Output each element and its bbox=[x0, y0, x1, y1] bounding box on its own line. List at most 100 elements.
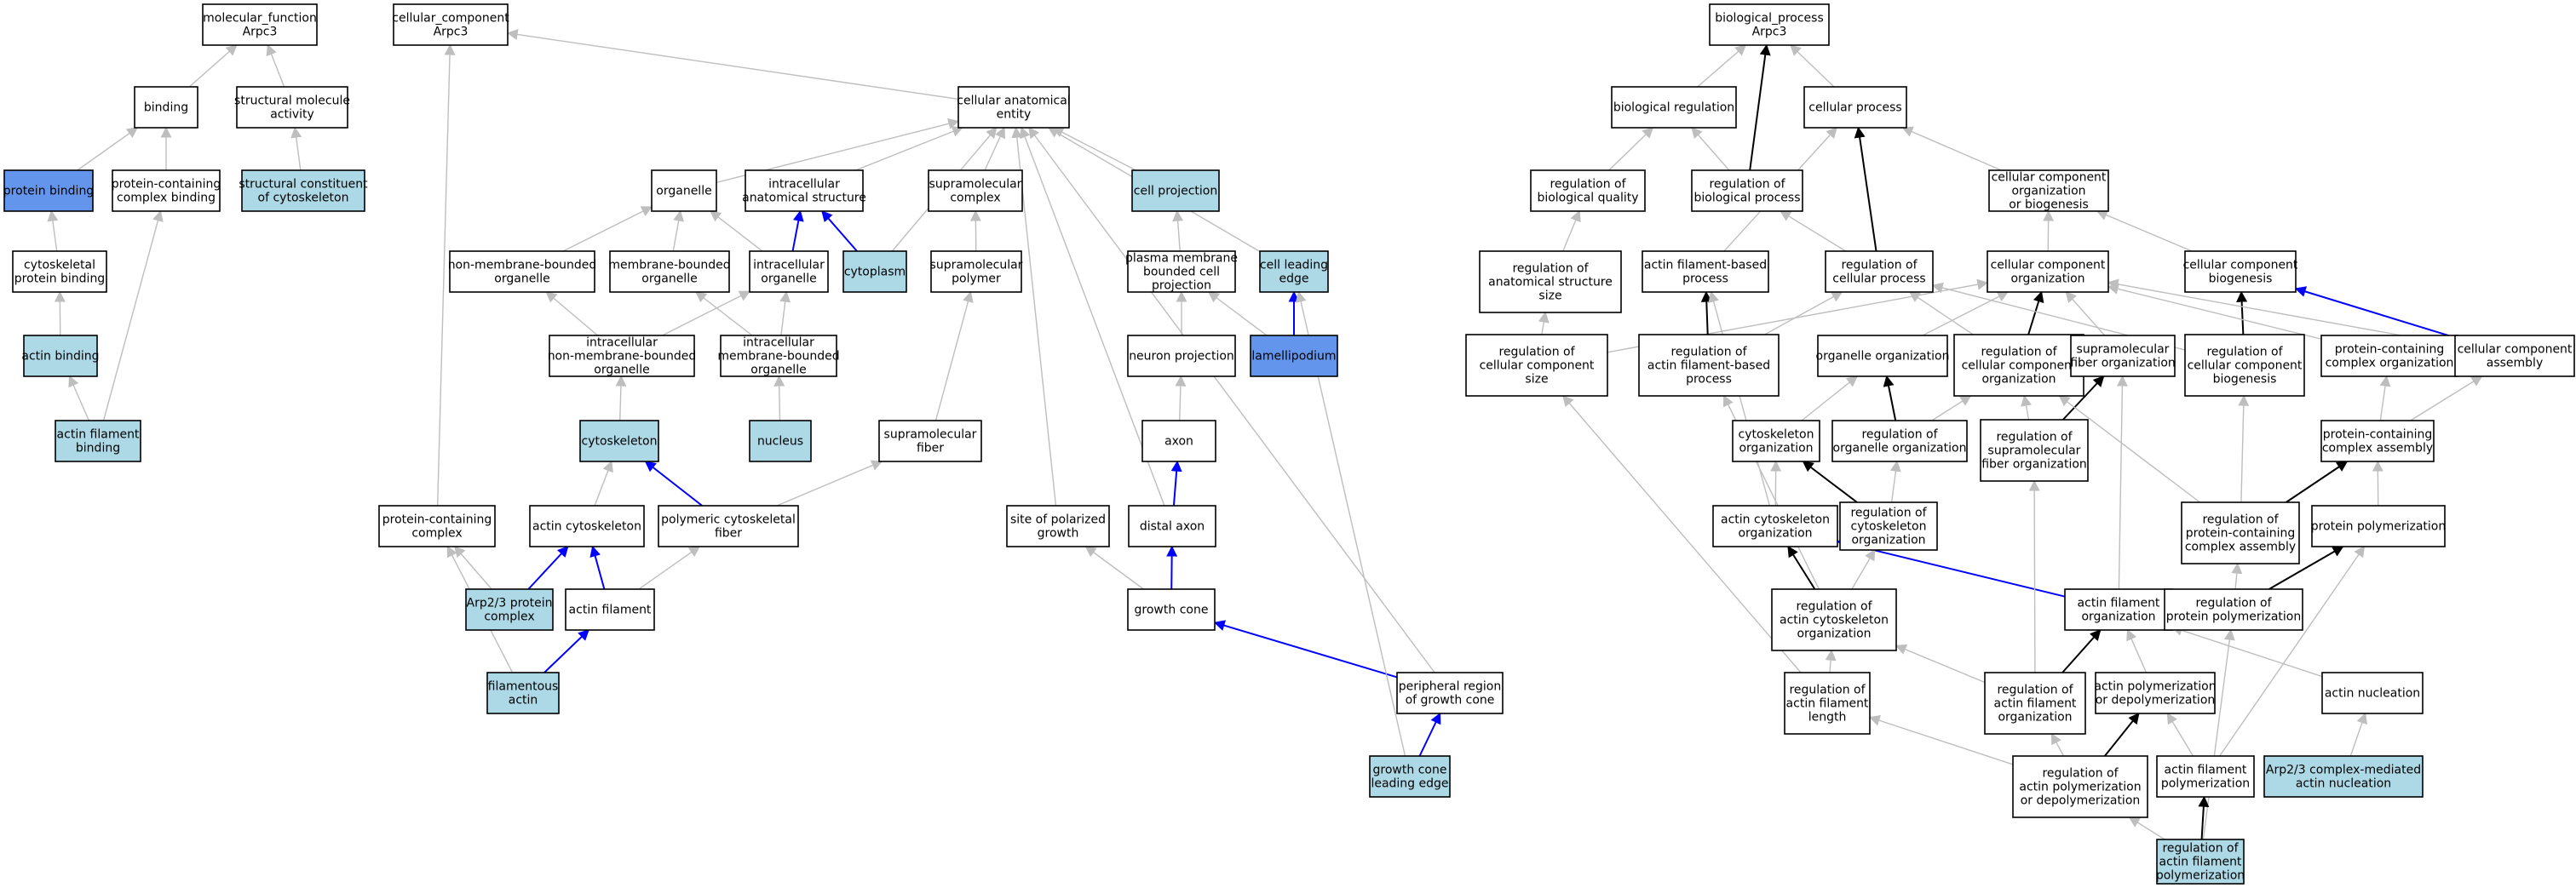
edge-reg_apd-to-reg_afo bbox=[2050, 732, 2065, 757]
node-act-nuc[interactable]: actin nucleation bbox=[2321, 672, 2424, 714]
node-label-line: actin filament bbox=[57, 427, 140, 441]
node-cell-proc[interactable]: cellular process bbox=[1803, 86, 1907, 129]
edge-arp23-to-actin_cytosk bbox=[527, 546, 569, 590]
node-growth-cone[interactable]: growth cone bbox=[1127, 588, 1216, 631]
edge-act_nuc-to-afo bbox=[2171, 625, 2323, 678]
node-neuron-proj[interactable]: neuron projection bbox=[1127, 335, 1236, 377]
node-label-line: or depolymerization bbox=[2096, 693, 2216, 707]
edge-cell_proc-to-bp_root bbox=[1790, 44, 1835, 88]
edge-reg_afbp-to-reg_cp bbox=[1764, 291, 1843, 335]
node-actin-filament[interactable]: actin filament bbox=[565, 588, 655, 631]
node-axon[interactable]: axon bbox=[1141, 420, 1216, 462]
node-label-line: supramolecular bbox=[1988, 444, 2081, 457]
node-label-line: intracellular bbox=[768, 177, 840, 191]
edge-reg_pp-to-reg_pca bbox=[2231, 562, 2243, 590]
node-label-line: size bbox=[1525, 372, 1548, 386]
edge-nmbo-to-organelle bbox=[562, 206, 653, 252]
node-box bbox=[1611, 86, 1737, 129]
node-box bbox=[1127, 250, 1236, 293]
node-distal-axon[interactable]: distal axon bbox=[1128, 505, 1216, 547]
node-label-line: protein-containing bbox=[382, 513, 492, 526]
node-lamellipodium[interactable]: lamellipodium bbox=[1250, 335, 1338, 377]
node-actin-cytosk[interactable]: actin cytoskeleton bbox=[529, 505, 645, 547]
node-nucleus[interactable]: nucleus bbox=[749, 420, 812, 462]
node-actin-binding[interactable]: actin binding bbox=[21, 335, 100, 377]
node-binding[interactable]: binding bbox=[134, 86, 198, 129]
node-organelle[interactable]: organelle bbox=[651, 169, 717, 212]
edge-layer bbox=[47, 29, 2483, 840]
node-cytoskeleton[interactable]: cytoskeleton bbox=[579, 420, 659, 462]
node-box bbox=[1691, 169, 1803, 212]
node-protein-binding[interactable]: protein binding bbox=[3, 169, 94, 212]
node-org-org[interactable]: organelle organization bbox=[1816, 335, 1950, 377]
node-label-line: regulation of bbox=[1512, 261, 1589, 275]
edge-struct_mol-to-mf_root bbox=[266, 43, 285, 88]
node-bio-reg[interactable]: biological regulation bbox=[1611, 86, 1737, 129]
node-label-line: complex bbox=[484, 610, 534, 623]
node-prot-poly[interactable]: protein polymerization bbox=[2311, 505, 2446, 547]
node-label-line: cellular component bbox=[1991, 258, 2106, 272]
node-cell-projection[interactable]: cell projection bbox=[1131, 169, 1220, 212]
node-inmbo[interactable]: intracellularnon-membrane-boundedorganel… bbox=[548, 335, 697, 377]
node-cytoplasm[interactable]: cytoplasm bbox=[842, 250, 907, 293]
